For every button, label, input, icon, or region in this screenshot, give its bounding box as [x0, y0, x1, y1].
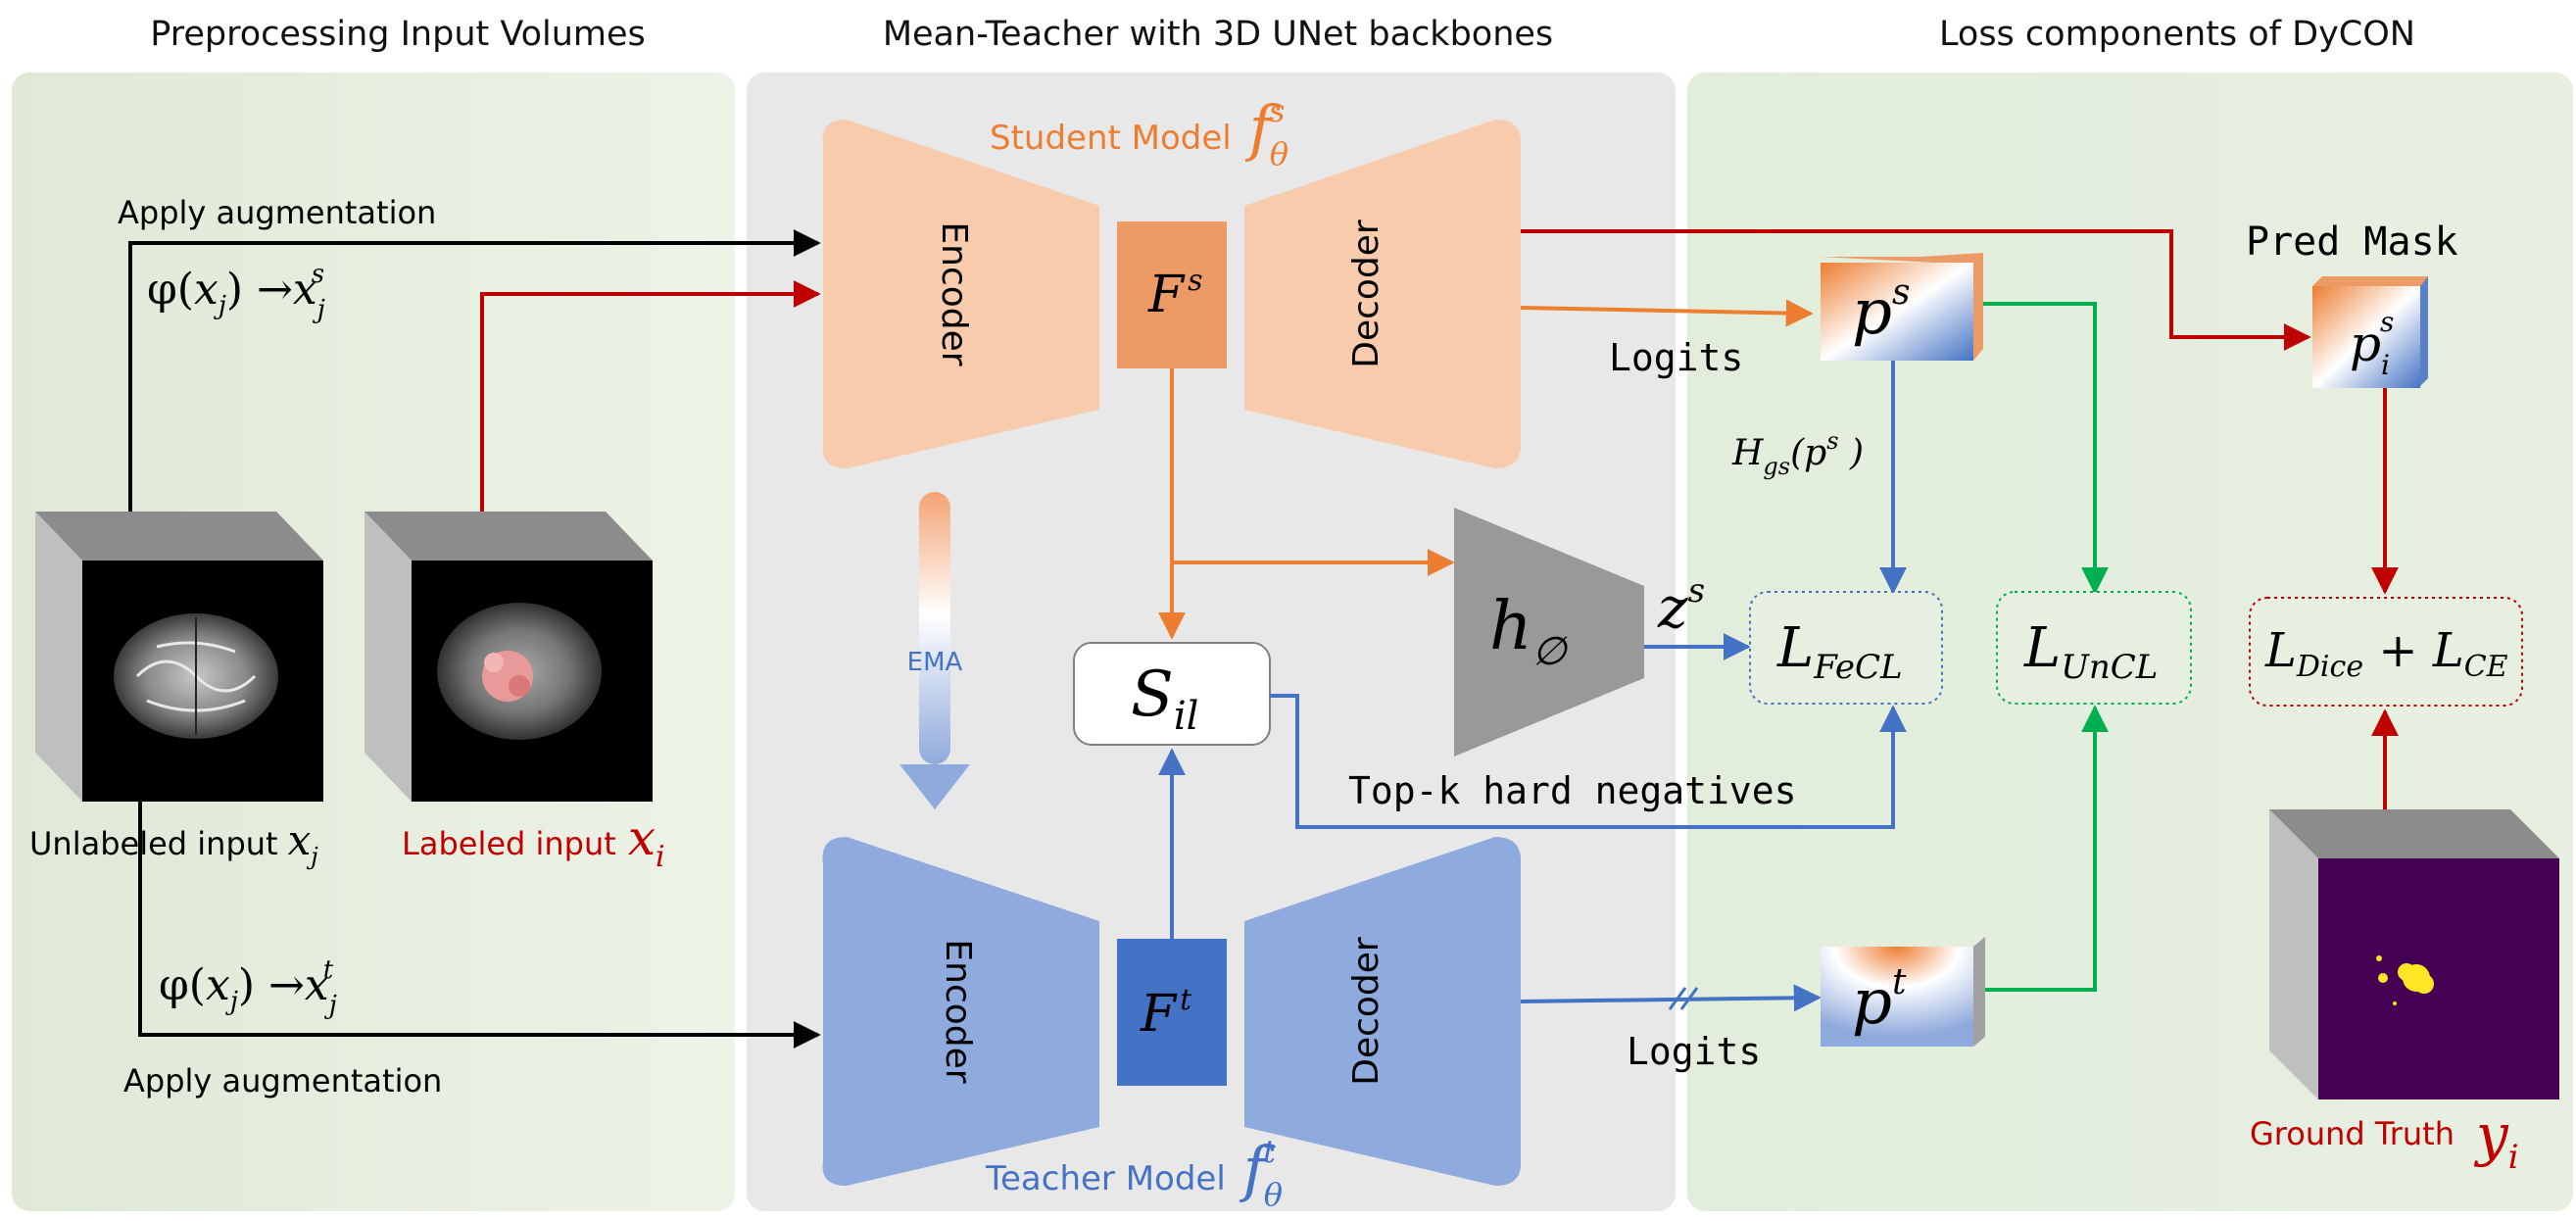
- student-feature-box: [1117, 221, 1227, 368]
- logits-bottom-label: Logits: [1627, 1030, 1761, 1073]
- ground-truth-volume: [2269, 809, 2559, 1099]
- teacher-decoder: [1244, 837, 1522, 1186]
- teacher-encoder-label: Encoder: [938, 939, 978, 1083]
- ema-label: EMA: [907, 648, 963, 677]
- ps-to-uncl-arrow: [1983, 302, 2109, 595]
- pred-mask-formula: pis: [2350, 306, 2394, 381]
- teacher-feature-box: [1117, 939, 1227, 1086]
- uncl-label: LUnCL: [2023, 616, 2158, 687]
- map-teacher-formula: φ(xj) →xjt: [159, 955, 337, 1020]
- dice-ce-box: [2249, 597, 2523, 707]
- sil-label: Sil: [1131, 659, 1198, 739]
- labeled-volume: [365, 512, 653, 802]
- teacher-logits-arrow: [1520, 984, 1822, 1012]
- section-title-mean-teacher: Mean-Teacher with 3D UNet backbones: [883, 15, 1553, 54]
- projection-head: [1454, 508, 1644, 757]
- unlabeled-volume: [35, 512, 323, 802]
- fecl-label: LFeCL: [1776, 616, 1903, 687]
- projection-head-label: h∅: [1489, 588, 1569, 674]
- section-title-preprocessing: Preprocessing Input Volumes: [150, 15, 646, 54]
- student-decoder-label: Decoder: [1346, 220, 1386, 368]
- ema-arrow: [899, 492, 970, 809]
- pt-volume: [1821, 937, 1985, 1047]
- entropy-label: Hgs(ps ): [1731, 427, 1864, 480]
- uncl-box: [1996, 591, 2192, 705]
- topk-arrow: [1270, 694, 1907, 829]
- augment-bottom-label: Apply augmentation: [123, 1062, 442, 1099]
- student-logits-arrow: [1520, 299, 1814, 327]
- augment-bottom-arrow: [138, 802, 821, 1049]
- pred-mask-volume: [2312, 276, 2428, 388]
- topk-label: Top-k hard negatives: [1348, 769, 1797, 812]
- ps-volume: [1821, 253, 1983, 361]
- labeled-to-student-arrow: [480, 280, 821, 512]
- student-decoder: [1244, 120, 1522, 468]
- student-to-predmask-arrow: [1521, 229, 2311, 351]
- teacher-decoder-label: Decoder: [1346, 937, 1386, 1086]
- stop-gradient-mark: [1668, 987, 1699, 1010]
- pt-to-uncl-arrow: [1985, 705, 2109, 992]
- brain-tumor-image: [437, 603, 602, 740]
- student-encoder-label: Encoder: [934, 221, 974, 366]
- ps-label: ps: [1852, 272, 1910, 349]
- teacher-encoder: [822, 837, 1099, 1186]
- pred-mask-label: Pred Mask: [2246, 220, 2458, 265]
- dice-ce-label: LDice + LCE: [2264, 623, 2508, 684]
- augment-top-label: Apply augmentation: [118, 194, 436, 231]
- tumor-mask: [2376, 955, 2434, 1005]
- student-encoder: [822, 120, 1099, 468]
- brain-image: [114, 613, 278, 739]
- fecl-box: [1749, 591, 1943, 705]
- zs-label: zs: [1657, 571, 1705, 641]
- augment-top-arrow: [128, 229, 821, 512]
- logits-top-label: Logits: [1609, 336, 1743, 379]
- section-title-loss: Loss components of DyCON: [1939, 15, 2415, 54]
- pt-label: pt: [1852, 962, 1907, 1039]
